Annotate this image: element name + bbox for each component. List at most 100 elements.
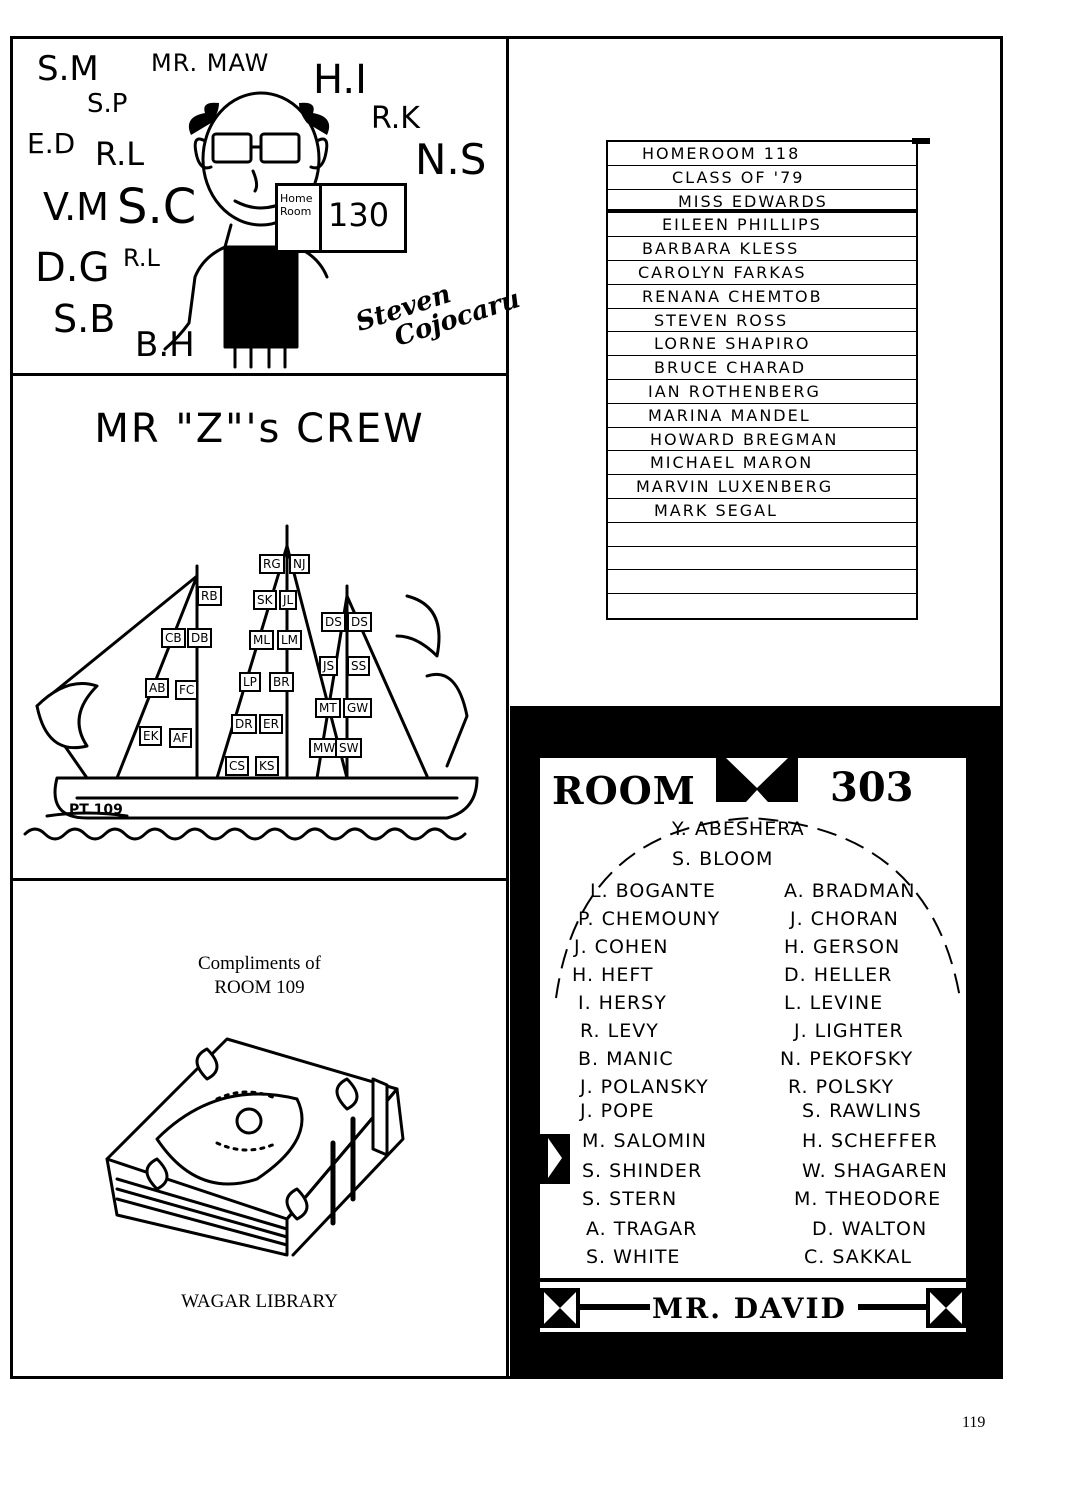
flag: EK xyxy=(139,726,163,746)
flag: NJ xyxy=(289,554,310,574)
flag: JL xyxy=(279,590,298,610)
page-frame xyxy=(10,36,1003,1379)
arch-border xyxy=(555,816,961,999)
left-bowtie-icon xyxy=(540,1288,580,1328)
book-home-label: Home xyxy=(280,192,313,205)
roster-row: MICHAEL MARON xyxy=(608,451,916,476)
roster-row xyxy=(608,547,916,571)
rule-right xyxy=(858,1304,928,1310)
student-name: P. CHEMOUNY xyxy=(578,908,721,930)
student-name: J. CHORAN xyxy=(790,908,899,930)
student-name: N. PEKOFSKY xyxy=(780,1048,914,1070)
flag: AB xyxy=(145,678,170,698)
flag: DS xyxy=(321,612,346,632)
flag: DB xyxy=(187,628,213,648)
student-name: J. POLANSKY xyxy=(580,1076,709,1098)
room303-top-name: S. BLOOM xyxy=(672,848,774,870)
page-number: 119 xyxy=(962,1414,986,1431)
flag: LM xyxy=(277,630,303,650)
room303-top-name: Y. ABESHERA xyxy=(672,818,805,840)
flag: ML xyxy=(249,630,275,650)
initial-sm: S.M xyxy=(37,49,99,89)
roster-row: CAROLYN FARKAS xyxy=(608,261,916,285)
mr-david-bar: MR. DAVID xyxy=(540,1288,966,1328)
teacher-label: MR. DAVID xyxy=(652,1292,847,1325)
roster-row: IAN ROTHENBERG xyxy=(608,380,916,404)
room109-label: ROOM 109 xyxy=(214,977,305,998)
roster-row: RENANA CHEMTOB xyxy=(608,285,916,309)
initial-ed: E.D xyxy=(27,127,76,160)
teacher-caricature xyxy=(163,91,330,369)
roster-row: EILEEN PHILLIPS xyxy=(608,213,916,238)
initial-rl1: R.L xyxy=(95,135,145,173)
hourglass-icon xyxy=(716,758,798,802)
flag: KS xyxy=(255,756,279,776)
room303-card: ROOM 303 Y. ABESHERA S. BLOOM L. BOGANTE… xyxy=(540,758,966,1332)
student-name: J. POPE xyxy=(580,1100,655,1122)
flag: SW xyxy=(335,738,363,758)
roster-row: MISS EDWARDS xyxy=(608,190,916,214)
student-name: H. GERSON xyxy=(784,936,901,958)
library-footer: WAGAR LIBRARY xyxy=(181,1291,338,1312)
roster-row: MARK SEGAL xyxy=(608,499,916,523)
room303-title-left: ROOM xyxy=(552,768,696,813)
rule-left xyxy=(580,1304,650,1310)
book-room-number: 130 xyxy=(328,196,390,234)
flag: RG xyxy=(259,554,285,574)
flag: MT xyxy=(315,698,341,718)
initial-ns: N.S xyxy=(415,135,487,184)
mrz-title: MR "Z"'s CREW xyxy=(94,406,425,452)
book-drawing xyxy=(105,1037,405,1257)
flag: DS xyxy=(347,612,372,632)
compliments-text: Compliments of xyxy=(198,953,321,974)
room130-panel: S.M S.P E.D R.L V.M S.C D.G R.L S.B B.H … xyxy=(13,39,524,376)
boat-name: PT 109 xyxy=(69,802,123,818)
student-name: S. RAWLINS xyxy=(802,1100,922,1122)
student-name: I. HERSY xyxy=(578,992,667,1014)
initial-rk: R.K xyxy=(371,101,420,136)
roster-row: LORNE SHAPIRO xyxy=(608,332,916,357)
student-name: R. POLSKY xyxy=(788,1076,895,1098)
initial-bh: B.H xyxy=(135,325,195,365)
flag: DR xyxy=(231,714,257,734)
roster-row: BRUCE CHARAD xyxy=(608,356,916,380)
flag: ER xyxy=(259,714,283,734)
student-name: J. COHEN xyxy=(574,936,669,958)
flag: BR xyxy=(269,672,294,692)
initial-sp: S.P xyxy=(87,89,128,119)
initial-sb: S.B xyxy=(53,297,116,341)
flag: CB xyxy=(161,628,186,648)
right-bowtie-icon xyxy=(926,1288,966,1328)
flag: CS xyxy=(225,756,249,776)
student-name: H. HEFT xyxy=(572,964,654,986)
student-name: A. BRADMAN xyxy=(784,880,916,902)
book-room-label: Room xyxy=(280,205,312,218)
homeroom-book: Home Room 130 xyxy=(275,183,407,253)
student-name: J. LIGHTER xyxy=(794,1020,904,1042)
initial-sc: S.C xyxy=(117,179,197,235)
student-name: C. SAKKAL xyxy=(804,1246,912,1268)
flag: GW xyxy=(343,698,373,718)
roster-row: BARBARA KLESS xyxy=(608,237,916,261)
student-name: M. SALOMIN xyxy=(582,1130,707,1152)
mrz-panel: MR "Z"'s CREW RG NJ RB SK JL DS DS CB xyxy=(13,376,509,881)
flag: LP xyxy=(239,672,261,692)
student-name: S. WHITE xyxy=(586,1246,681,1268)
student-name: B. MANIC xyxy=(578,1048,674,1070)
initial-dg: D.G xyxy=(35,245,110,291)
roster-row: HOMEROOM 118 xyxy=(608,142,916,166)
roster-tab xyxy=(912,138,930,144)
flag: SS xyxy=(347,656,371,676)
flag: JS xyxy=(319,656,339,676)
student-name: R. LEVY xyxy=(580,1020,659,1042)
student-name: D. WALTON xyxy=(812,1218,928,1240)
teacher-name: MR. MAW xyxy=(151,49,270,77)
roster-row: CLASS OF '79 xyxy=(608,166,916,190)
room109-panel: Compliments of ROOM 109 WAGAR LIBRARY xyxy=(13,881,509,1376)
flag: AF xyxy=(169,728,193,748)
student-name: W. SHAGAREN xyxy=(802,1160,948,1182)
student-name: H. SCHEFFER xyxy=(802,1130,938,1152)
student-name: L. LEVINE xyxy=(784,992,884,1014)
student-name: M. THEODORE xyxy=(794,1188,942,1210)
student-name: L. BOGANTE xyxy=(590,880,716,902)
